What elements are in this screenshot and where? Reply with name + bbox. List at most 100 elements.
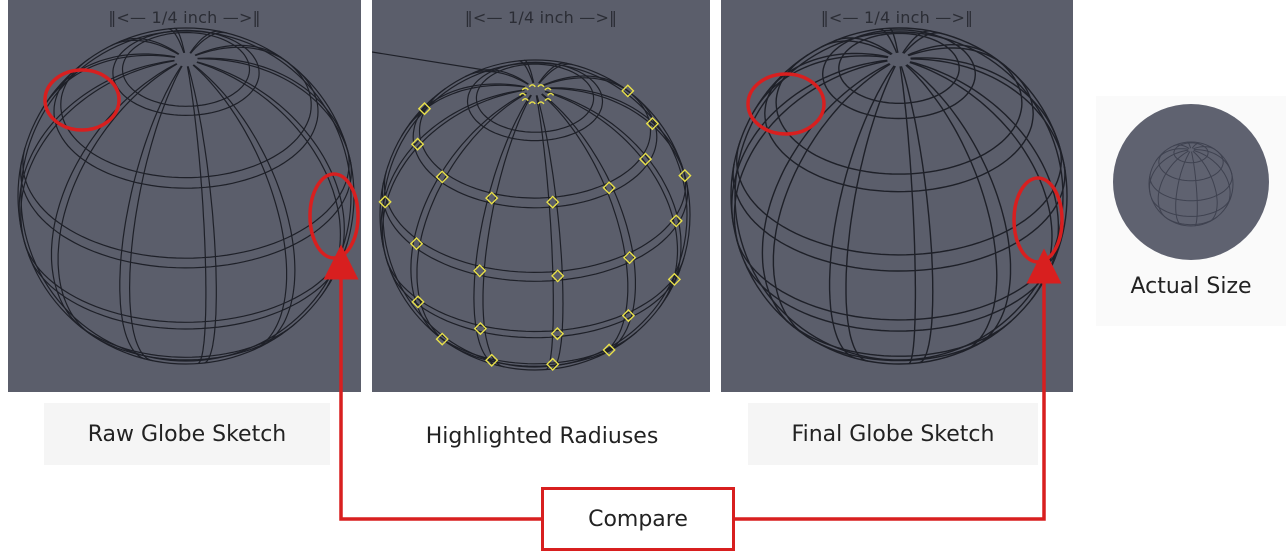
raw-globe-panel: ‖<— 1/4 inch —>‖ — [8, 0, 361, 392]
radius-marker — [645, 116, 660, 131]
meridian-line — [910, 58, 1066, 173]
radius-marker — [410, 137, 425, 151]
meridian-line — [733, 60, 888, 253]
meridian-line — [194, 44, 282, 59]
meridian-line — [187, 66, 217, 364]
compare-label: Compare — [541, 487, 735, 551]
latitude-line — [385, 256, 685, 333]
meridian-line — [20, 60, 175, 251]
meridian-line — [118, 37, 180, 55]
radius-highlights — [378, 84, 692, 371]
meridian-line — [401, 84, 525, 137]
meridian-line — [544, 91, 679, 310]
meridian-line — [545, 87, 684, 169]
radius-marker — [638, 152, 653, 166]
latitude-line — [735, 238, 1062, 321]
highlighted-radiuses-panel: ‖<— 1/4 inch —>‖ — [372, 0, 710, 392]
radius-marker — [547, 92, 555, 96]
radius-marker — [550, 327, 565, 341]
mini-meridian-line — [1193, 150, 1231, 209]
latitude-line — [74, 321, 297, 358]
latitude-line — [412, 95, 658, 209]
mini-meridian-line — [1155, 148, 1189, 162]
meridian-line — [903, 32, 942, 54]
latitude-line — [112, 29, 260, 117]
scale-label: ‖<— 1/4 inch —>‖ — [464, 8, 618, 27]
mini-latitude-line — [1165, 216, 1218, 226]
raw-globe-drawing — [17, 27, 355, 365]
meridian-line — [910, 57, 1060, 145]
meridian-line — [542, 75, 624, 88]
mini-meridian-line — [1175, 151, 1191, 226]
meridian-line — [190, 31, 227, 54]
meridian-line — [110, 39, 179, 55]
mini-meridian-line — [1193, 149, 1233, 175]
mini-meridian-line — [1192, 150, 1218, 223]
mini-meridian-line — [1149, 149, 1189, 196]
radius-marker — [602, 181, 616, 195]
meridian-line — [472, 69, 529, 85]
latitude-line — [87, 332, 284, 361]
meridian-line — [128, 65, 183, 362]
meridian-line — [731, 59, 888, 225]
radius-marker — [417, 102, 432, 116]
meridian-line — [186, 66, 207, 365]
meridian-line — [545, 90, 682, 298]
mini-meridian-line — [1187, 141, 1192, 149]
radius-marker — [546, 357, 560, 371]
meridian-line — [761, 62, 890, 328]
latitude-line — [27, 254, 344, 330]
meridian-line — [189, 30, 221, 54]
radius-marker — [678, 168, 692, 183]
final-globe-drawing — [730, 27, 1068, 365]
meridian-line — [545, 87, 688, 188]
latitude-line — [121, 31, 251, 107]
mini-globe-drawing — [1148, 141, 1234, 227]
radius-marker — [485, 191, 499, 205]
meridian-line — [538, 63, 573, 84]
radius-marker — [551, 269, 565, 283]
globe-wireframe — [17, 27, 355, 365]
meridian-line — [908, 47, 1008, 68]
final-globe-panel: ‖<— 1/4 inch —>‖ — [721, 0, 1073, 392]
caption-final-globe-sketch: Final Globe Sketch — [748, 403, 1038, 465]
radius-marker — [621, 84, 635, 98]
meridian-line — [193, 64, 296, 348]
radius-marker — [622, 250, 637, 265]
radius-marker — [528, 101, 536, 105]
latitude-line — [466, 61, 604, 142]
radius-marker — [528, 84, 536, 88]
meridian-line — [536, 95, 564, 370]
leader-line — [372, 51, 498, 73]
mini-meridian-line — [1157, 150, 1189, 218]
meridian-line — [524, 59, 535, 84]
highlighted-globe-drawing — [372, 51, 692, 371]
caption-actual-size: Actual Size — [1130, 274, 1252, 299]
meridian-line — [821, 40, 892, 56]
meridian-line — [168, 28, 185, 54]
radius-marker — [602, 343, 616, 357]
radius-marker — [621, 308, 636, 323]
meridian-line — [381, 89, 525, 266]
radius-marker — [544, 87, 552, 91]
meridian-line — [482, 94, 532, 368]
mini-globe-wireframe — [1148, 141, 1234, 227]
latitude-line — [53, 66, 319, 189]
meridian-line — [535, 95, 554, 371]
mini-meridian-line — [1191, 142, 1201, 149]
mini-meridian-line — [1190, 151, 1198, 227]
radius-marker — [537, 84, 545, 88]
radius-marker — [409, 237, 424, 251]
meridian-line — [195, 46, 290, 64]
radius-marker — [521, 98, 529, 102]
radius-marker — [435, 170, 449, 184]
latitude-line — [775, 54, 1023, 175]
latitude-line — [20, 157, 352, 269]
latitude-line — [785, 319, 1012, 357]
latitude-line — [60, 56, 312, 179]
latitude-line — [821, 29, 977, 120]
mini-globe-outline — [1148, 141, 1234, 227]
radius-marker — [667, 272, 682, 287]
meridian-line — [197, 58, 352, 166]
meridian-line — [889, 27, 899, 53]
